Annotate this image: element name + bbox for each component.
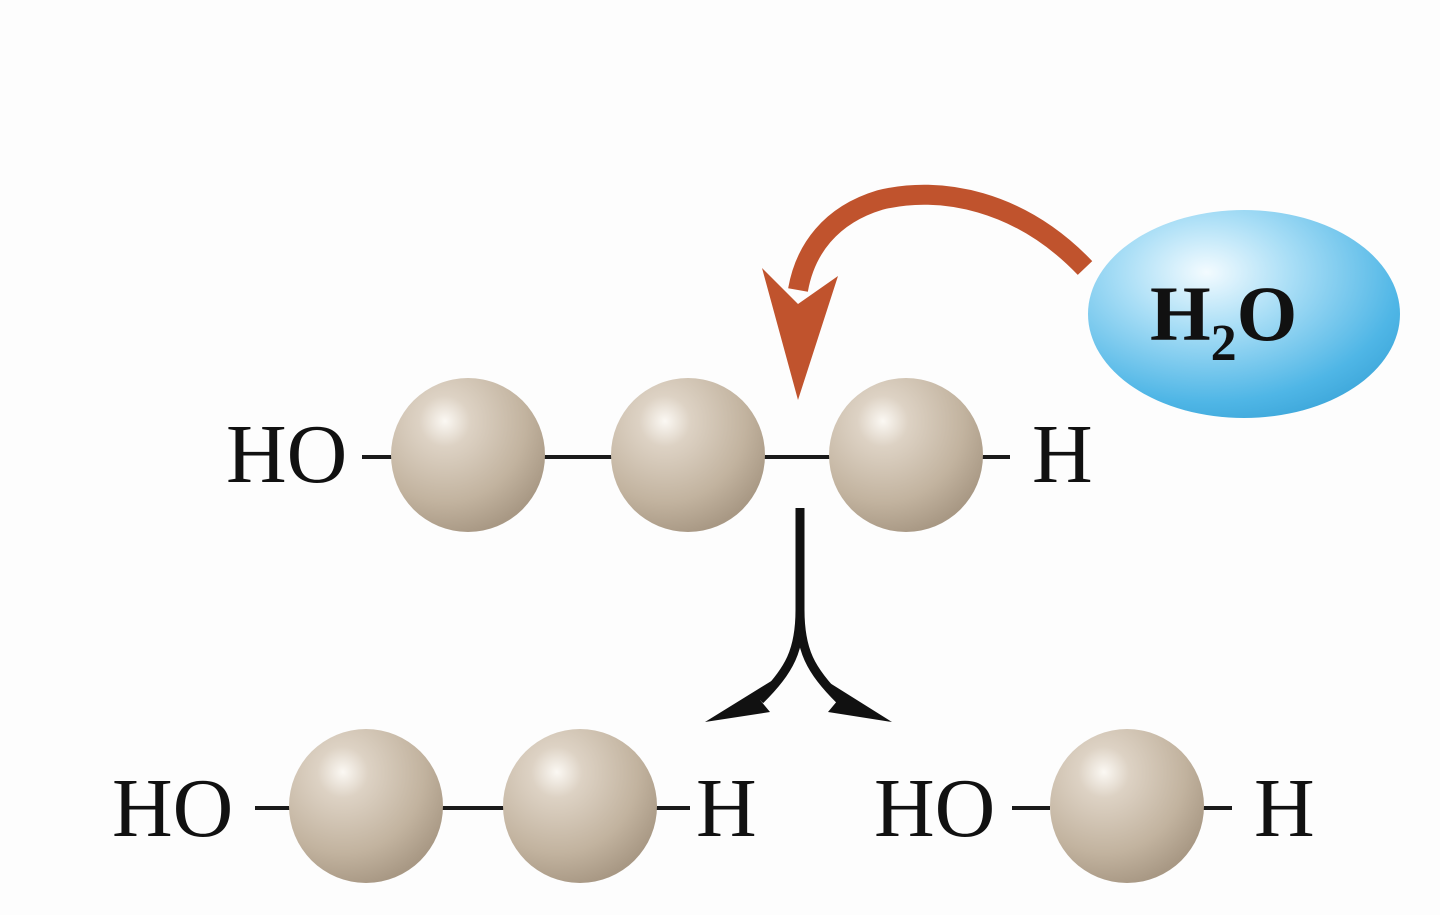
split-arrow (705, 508, 892, 722)
water-molecule: H2O (1088, 210, 1400, 418)
monomer (391, 378, 545, 532)
water-ellipse (1088, 210, 1400, 418)
water-attack-arrow (762, 184, 1093, 400)
monomer-left-end: HO (874, 762, 995, 855)
polymer-right-end: H (1032, 408, 1093, 501)
monomer (611, 378, 765, 532)
water-label: H2O (1150, 270, 1297, 372)
dimer-left-end: HO (112, 762, 233, 855)
monomer (829, 378, 983, 532)
monomer (289, 729, 443, 883)
polymer-chain: HO H (226, 378, 1093, 532)
monomer (1050, 729, 1204, 883)
product-dimer: HO H (112, 729, 757, 883)
dimer-right-end: H (696, 762, 757, 855)
product-monomer: HO H (874, 729, 1315, 883)
polymer-left-end: HO (226, 408, 347, 501)
monomer (503, 729, 657, 883)
monomer-right-end: H (1254, 762, 1315, 855)
